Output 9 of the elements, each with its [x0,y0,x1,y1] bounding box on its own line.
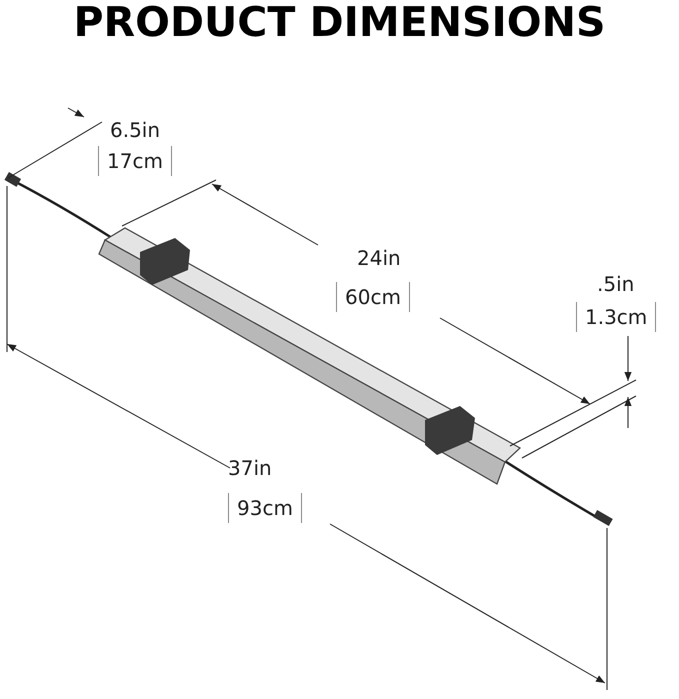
dimension-label: 93cm [228,493,302,523]
title: PRODUCT DIMENSIONS [72,0,607,46]
dimension-label: .5in [597,272,634,296]
dimension-label: 17cm [98,146,172,176]
dimension-label: 37in [228,456,272,480]
dimension-label: 24in [357,246,401,270]
dimension-label: 1.3cm [576,302,656,332]
dimension-label: 6.5in [110,118,160,142]
dimension-label: 60cm [336,282,410,312]
